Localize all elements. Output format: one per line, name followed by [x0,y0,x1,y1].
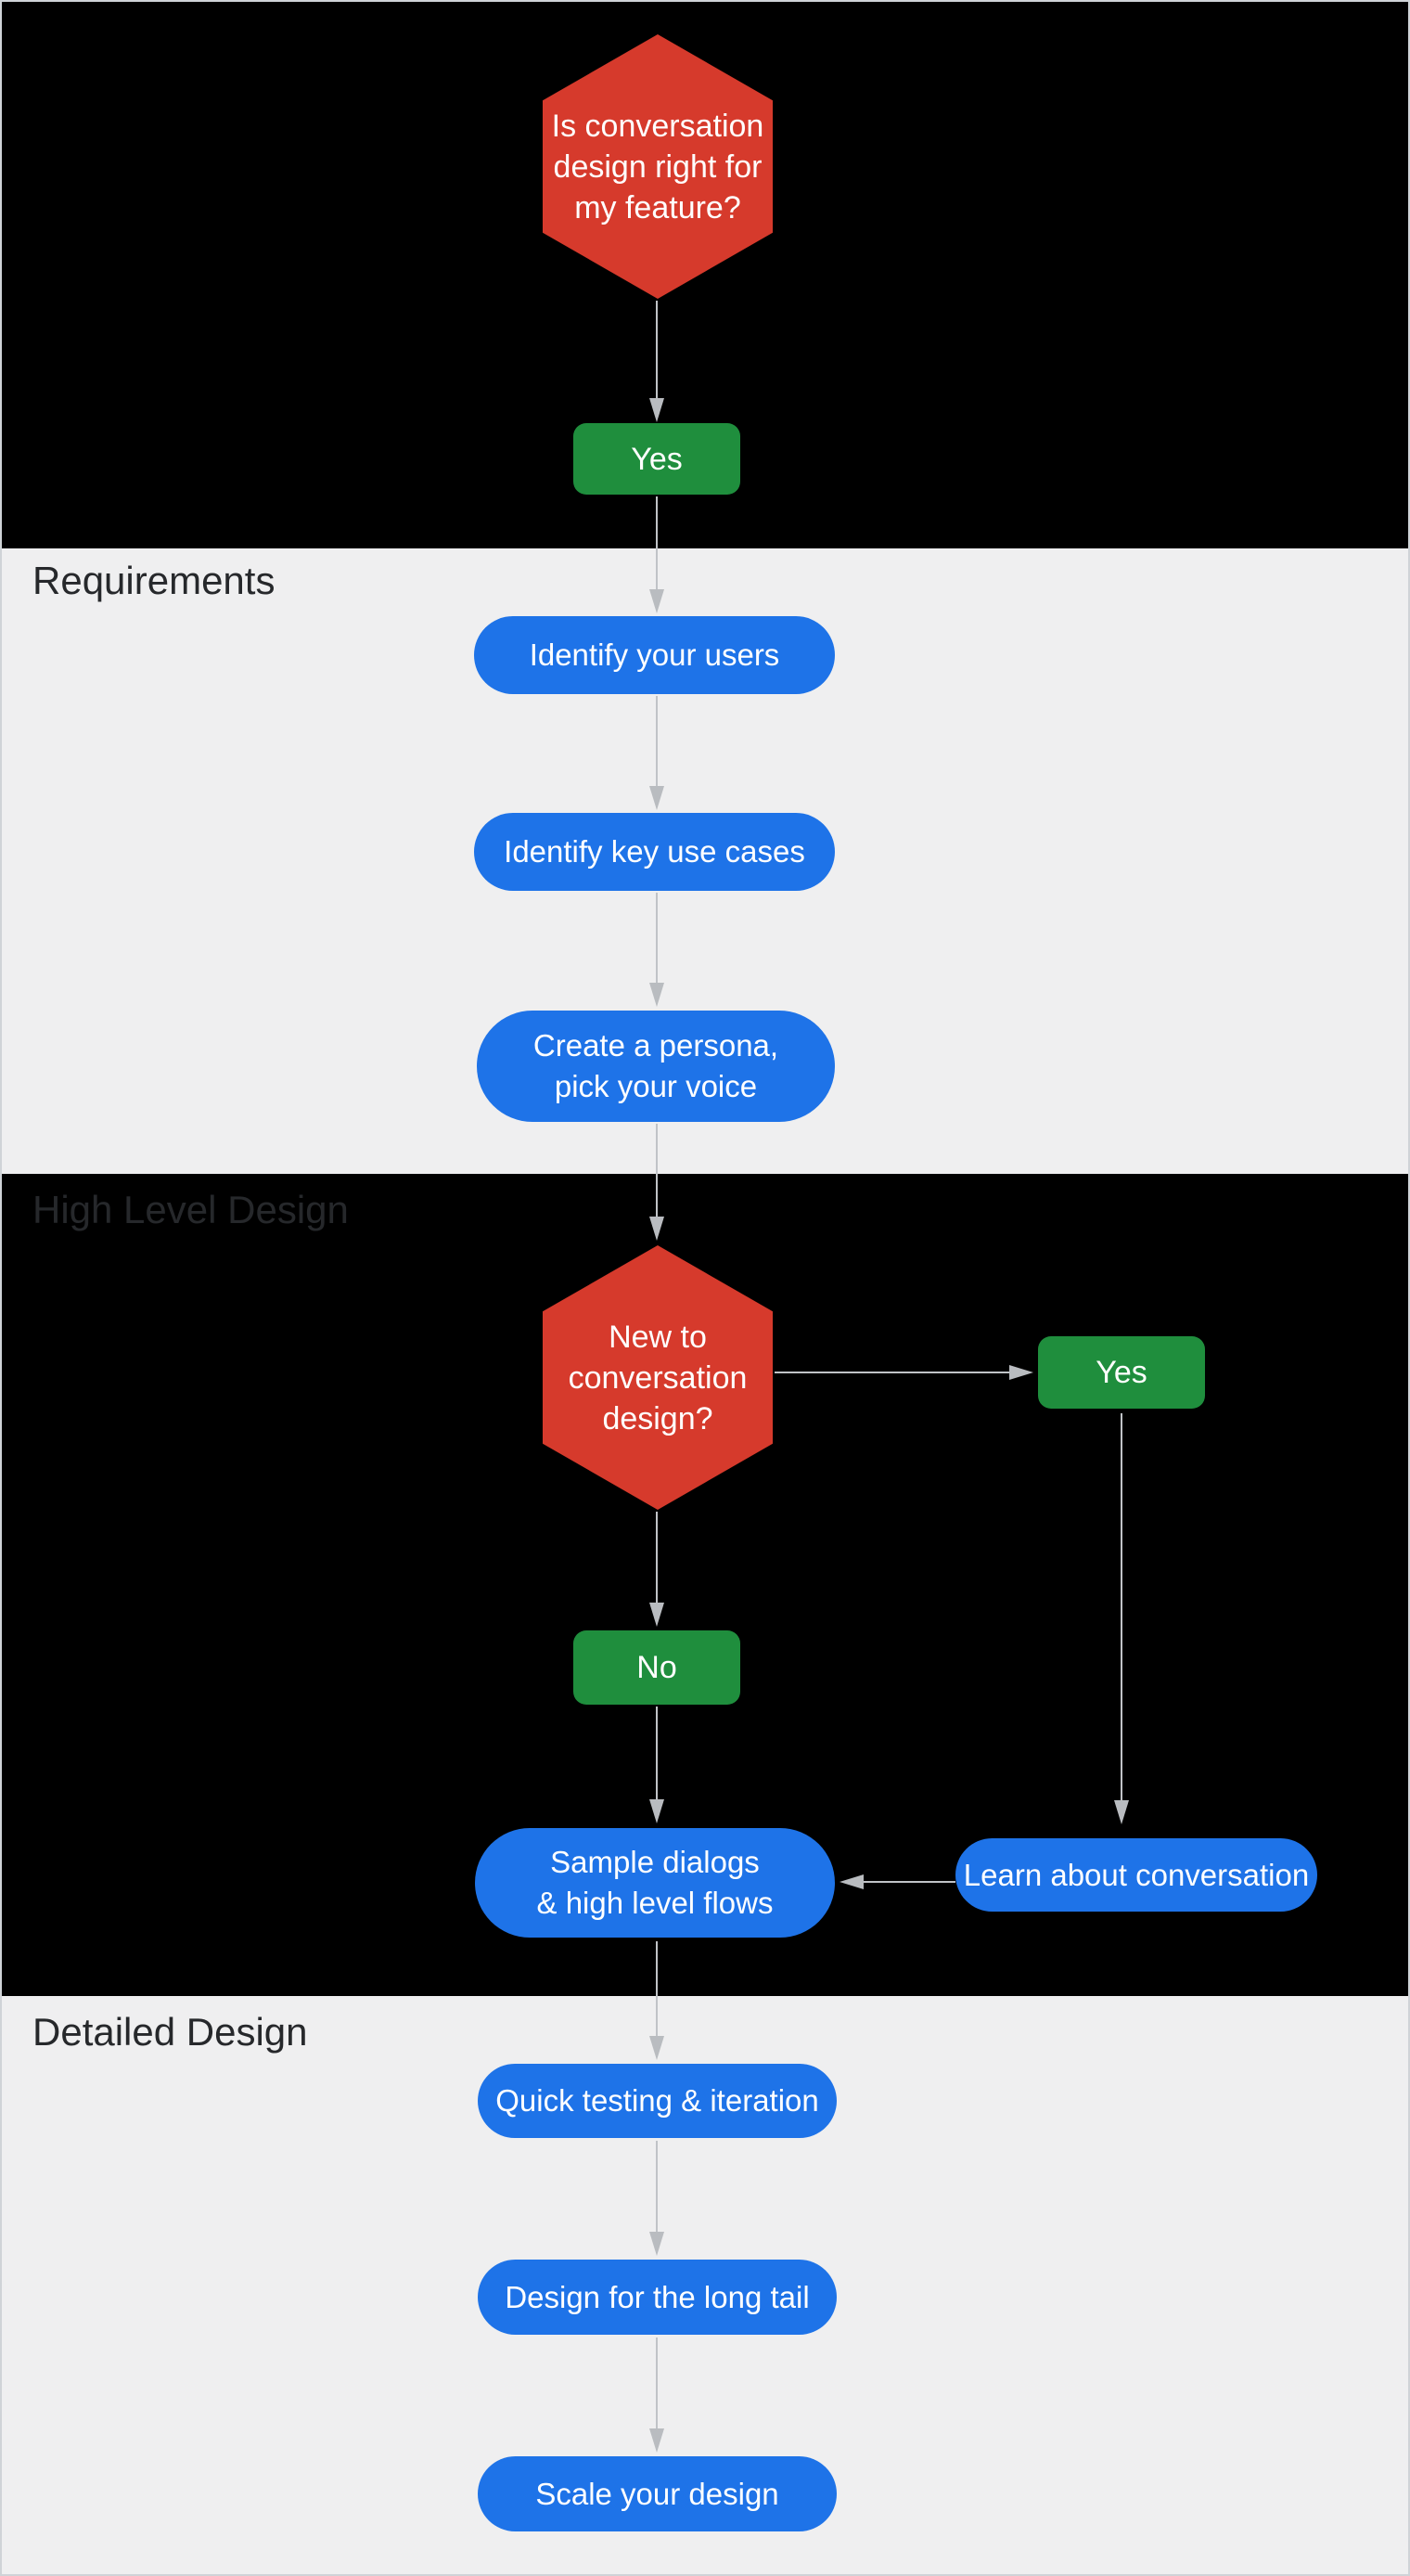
step-label: Quick testing & iteration [495,2083,819,2118]
arrow-down-icon [649,589,664,613]
step-sample-dialogs: Sample dialogs & high level flows [475,1828,835,1938]
section-label-detailed-design: Detailed Design [32,2010,308,2054]
new-yes-node: Yes [1038,1336,1205,1409]
arrow-down-icon [649,1217,664,1241]
start-yes-node: Yes [573,423,740,495]
connector-line [656,301,658,398]
new-no-node: No [573,1630,740,1705]
step-label: Scale your design [535,2476,779,2511]
arrow-right-icon [1009,1365,1033,1380]
step-scale-your-design: Scale your design [478,2456,837,2531]
decision-label: Is conversation design right for my feat… [551,108,764,225]
section-label-high-level-design: High Level Design [32,1188,349,1231]
arrow-down-icon [649,398,664,422]
step-label: Identify key use cases [504,834,805,869]
connector-line [864,1881,955,1883]
connector-line [656,893,658,983]
arrow-down-icon [649,2036,664,2060]
connector-line [656,1124,658,1217]
step-label: Design for the long tail [505,2279,810,2314]
step-label: Learn about conversation [963,1857,1310,1892]
connector-line [1121,1413,1122,1800]
arrow-left-icon [840,1874,864,1889]
arrow-down-icon [649,2232,664,2256]
arrow-down-icon [649,983,664,1007]
step-quick-testing: Quick testing & iteration [478,2064,837,2138]
arrow-down-icon [649,1799,664,1823]
connector-line [656,2338,658,2428]
arrow-down-icon [649,786,664,810]
connector-line [656,496,658,589]
step-design-long-tail: Design for the long tail [478,2260,837,2335]
connector-line [656,696,658,786]
connector-line [656,1707,658,1799]
arrow-down-icon [649,1603,664,1627]
answer-label: Yes [1096,1355,1147,1390]
connector-line [656,1512,658,1603]
section-label-requirements: Requirements [32,559,276,602]
step-label: Sample dialogs & high level flows [536,1845,774,1920]
step-label: Create a persona, pick your voice [532,1028,779,1103]
connector-line [656,1941,658,2036]
answer-label: Yes [631,441,683,477]
connector-line [775,1372,1009,1373]
step-identify-key-use-cases: Identify key use cases [474,813,835,891]
arrow-down-icon [1114,1800,1129,1824]
connector-line [656,2141,658,2232]
answer-label: No [636,1650,677,1685]
step-label: Identify your users [529,638,780,672]
step-identify-users: Identify your users [474,616,835,694]
arrow-down-icon [649,2428,664,2453]
decision-label: New to conversation design? [568,1319,748,1436]
step-create-persona: Create a persona, pick your voice [477,1011,835,1122]
step-learn-about-conversation: Learn about conversation [955,1838,1317,1912]
